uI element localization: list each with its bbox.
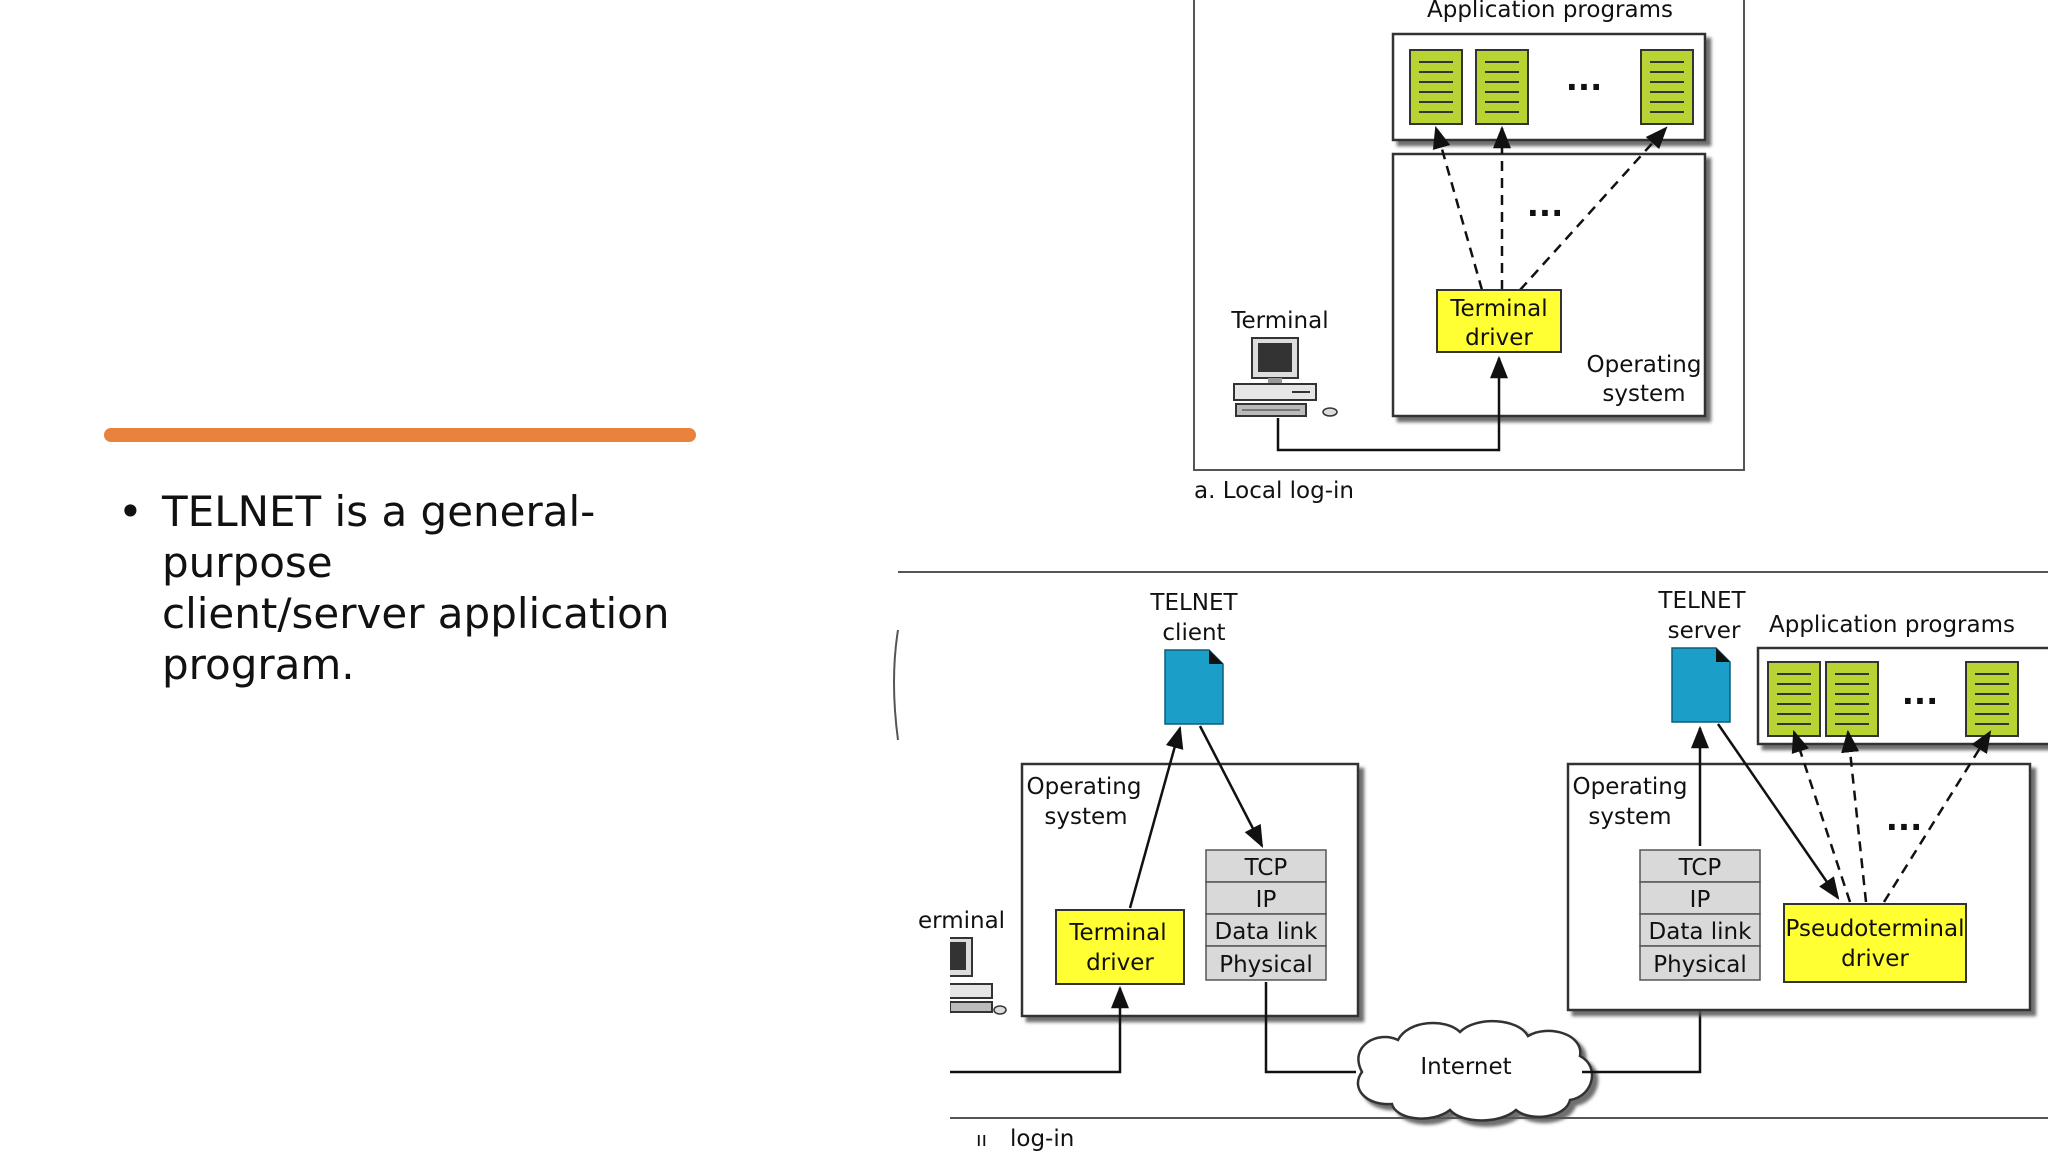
remote-terminal-label: erminal bbox=[918, 908, 1005, 934]
dashed-arrow bbox=[1519, 126, 1668, 291]
telnet-server-label-line1: TELNET bbox=[1657, 588, 1746, 614]
terminal-label: Terminal bbox=[1230, 308, 1328, 334]
terminal-driver-label-line2: driver bbox=[1465, 325, 1533, 351]
terminal-to-driver-line bbox=[1276, 355, 1508, 452]
application-program-icon bbox=[1640, 49, 1694, 125]
stack-layer bbox=[1205, 881, 1327, 915]
os-label-line1: Operating bbox=[1587, 352, 1702, 378]
server-drivers-ellipsis: ... bbox=[1886, 800, 1922, 838]
pseudoterminal-driver-box bbox=[1783, 903, 1967, 983]
client-terminal-driver-line1: Terminal bbox=[1068, 920, 1166, 946]
remote-caption-fragment: ıı bbox=[976, 1127, 987, 1151]
bullet-line-3: program. bbox=[162, 640, 355, 689]
remote-login-diagram: TELNET client Operating system Terminal … bbox=[893, 571, 2048, 1152]
dashed-arrow bbox=[1432, 125, 1484, 291]
telnet-server-label-line2: server bbox=[1668, 618, 1741, 644]
remote-login-caption: log-in bbox=[1010, 1126, 1074, 1152]
client-physical-to-internet-line bbox=[1264, 982, 1356, 1074]
remote-frame-left-edge bbox=[893, 629, 899, 741]
bullet-item: • TELNET is a general-purpose client/ser… bbox=[118, 486, 758, 690]
drivers-ellipsis: ... bbox=[1527, 186, 1563, 224]
clip-mask bbox=[898, 930, 950, 1130]
client-terminal-driver-box bbox=[1055, 909, 1185, 985]
internet-to-server-physical-line bbox=[1582, 985, 1709, 1074]
stack-layer bbox=[1205, 849, 1327, 883]
application-program-icon bbox=[1965, 661, 2019, 737]
server-os-label-line1: Operating bbox=[1573, 774, 1688, 800]
pseudoterminal-driver-line1: Pseudoterminal bbox=[1786, 916, 1965, 942]
remote-programs-ellipsis: ... bbox=[1902, 674, 1938, 712]
client-os-label-line2: system bbox=[1044, 804, 1127, 830]
stack-layer bbox=[1639, 881, 1761, 915]
client-to-tcp-arrow bbox=[1198, 725, 1264, 848]
stack-layer bbox=[1639, 945, 1761, 981]
terminal-driver-label-line1: Terminal bbox=[1449, 296, 1547, 322]
os-label-line2: system bbox=[1602, 381, 1685, 407]
server-os-label-line2: system bbox=[1588, 804, 1671, 830]
telnet-client-label-line2: client bbox=[1162, 620, 1225, 646]
telnet-server-file-icon bbox=[1671, 647, 1731, 723]
stack-layer bbox=[1205, 945, 1327, 981]
bullet-line-2: client/server application bbox=[162, 589, 670, 638]
stack-layer-ip: IP bbox=[1690, 887, 1711, 913]
pseudoterminal-driver-line2: driver bbox=[1841, 946, 1909, 972]
stack-layer-datalink: Data link bbox=[1649, 919, 1753, 945]
telnet-client-file-icon bbox=[1164, 649, 1224, 725]
internet-label: Internet bbox=[1420, 1054, 1511, 1080]
programs-ellipsis: ... bbox=[1566, 60, 1602, 98]
bullet-list: • TELNET is a general-purpose client/ser… bbox=[118, 486, 758, 690]
client-protocol-stack: TCP IP Data link Physical bbox=[1205, 849, 1327, 981]
stack-layer-physical: Physical bbox=[1219, 952, 1313, 978]
driver-to-client-arrow bbox=[1128, 725, 1184, 909]
local-os-box bbox=[1391, 152, 1707, 418]
application-program-icon bbox=[1409, 49, 1463, 125]
application-program-icon bbox=[1475, 49, 1529, 125]
bullet-symbol: • bbox=[118, 487, 143, 536]
local-login-diagram: Application programs ... ... Terminal dr… bbox=[1193, 0, 1745, 504]
stack-layer-ip: IP bbox=[1256, 887, 1277, 913]
local-terminal-driver-box bbox=[1436, 289, 1562, 353]
dashed-arrow bbox=[1791, 729, 1852, 903]
stack-layer-physical: Physical bbox=[1653, 952, 1747, 978]
local-app-programs-label: Application programs bbox=[1427, 0, 1673, 23]
stack-layer-tcp: TCP bbox=[1678, 855, 1722, 881]
bullet-text: TELNET is a general-purpose client/serve… bbox=[162, 486, 758, 690]
accent-underline bbox=[104, 428, 696, 442]
server-to-pseudoterminal-arrow bbox=[1716, 723, 1840, 900]
application-program-icon bbox=[1825, 661, 1879, 737]
remote-app-programs-label: Application programs bbox=[1769, 612, 2015, 638]
client-terminal-driver-line2: driver bbox=[1086, 950, 1154, 976]
application-program-icon bbox=[1767, 661, 1821, 737]
local-login-caption: a. Local log-in bbox=[1194, 478, 1354, 504]
bullet-line-1: TELNET is a general-purpose bbox=[162, 487, 596, 587]
telnet-client-label-line1: TELNET bbox=[1149, 590, 1238, 616]
stack-layer-tcp: TCP bbox=[1244, 855, 1288, 881]
stack-layer-datalink: Data link bbox=[1215, 919, 1319, 945]
dashed-arrow bbox=[1841, 729, 1868, 903]
server-protocol-stack: TCP IP Data link Physical bbox=[1639, 849, 1761, 981]
client-os-label-line1: Operating bbox=[1027, 774, 1142, 800]
terminal-to-client-driver-line bbox=[950, 985, 1129, 1074]
